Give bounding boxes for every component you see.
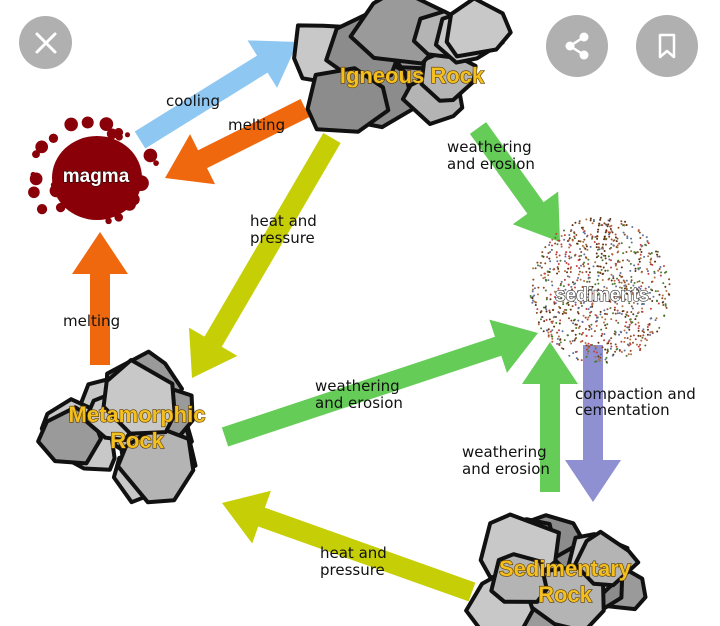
metamorphic-rock-image (36, 349, 198, 505)
sediments-label: sediments (555, 285, 649, 306)
weathering-arrow-3 (522, 342, 578, 492)
igneous-rock-label: Igneous Rock (340, 63, 485, 88)
weathering-arrow-2 (221, 319, 539, 447)
heat-pressure-label-2a: heat and (320, 544, 387, 562)
sedimentary-rock-label-1: Sedimentary (499, 556, 632, 581)
close-icon (35, 32, 56, 53)
sedimentary-rock-image (464, 512, 648, 626)
weathering-label-1a: weathering (447, 138, 532, 156)
rocks (36, 0, 648, 626)
compaction-label-b: cementation (575, 401, 670, 419)
magma-label: magma (63, 166, 130, 187)
melting-label-left: melting (63, 312, 120, 330)
weathering-label-3a: weathering (462, 443, 547, 461)
compaction-arrow (565, 345, 621, 502)
weathering-arrow-1 (469, 122, 560, 242)
heat-pressure-label-1b: pressure (250, 229, 315, 247)
bookmark-icon (658, 33, 676, 59)
arrows (72, 40, 621, 602)
sediments-cloud (529, 217, 671, 364)
igneous-rock-image (292, 0, 513, 134)
close-button[interactable] (19, 16, 72, 69)
heat-pressure-arrow-2 (222, 490, 476, 602)
heat-pressure-label-1a: heat and (250, 212, 317, 230)
weathering-label-2b: and erosion (315, 394, 403, 412)
bookmark-button[interactable] (636, 15, 698, 77)
metamorphic-rock-label-2: Rock (110, 428, 165, 453)
sedimentary-rock-label-2: Rock (538, 582, 593, 607)
heat-pressure-label-2b: pressure (320, 561, 385, 579)
weathering-label-2a: weathering (315, 377, 400, 395)
melting-arrow-left (72, 232, 128, 365)
heat-pressure-arrow-1 (188, 132, 341, 378)
cooling-arrow (134, 40, 298, 149)
weathering-label-1b: and erosion (447, 155, 535, 173)
melting-arrow-top (165, 99, 310, 185)
share-button[interactable] (546, 15, 608, 77)
metamorphic-rock-label-1: Metamorphic (69, 402, 206, 427)
weathering-label-3b: and erosion (462, 460, 550, 478)
magma-splat (28, 116, 159, 225)
cooling-label: cooling (166, 92, 220, 110)
share-icon (565, 32, 589, 60)
melting-label-top: melting (228, 116, 285, 134)
compaction-label-a: compaction and (575, 385, 696, 403)
